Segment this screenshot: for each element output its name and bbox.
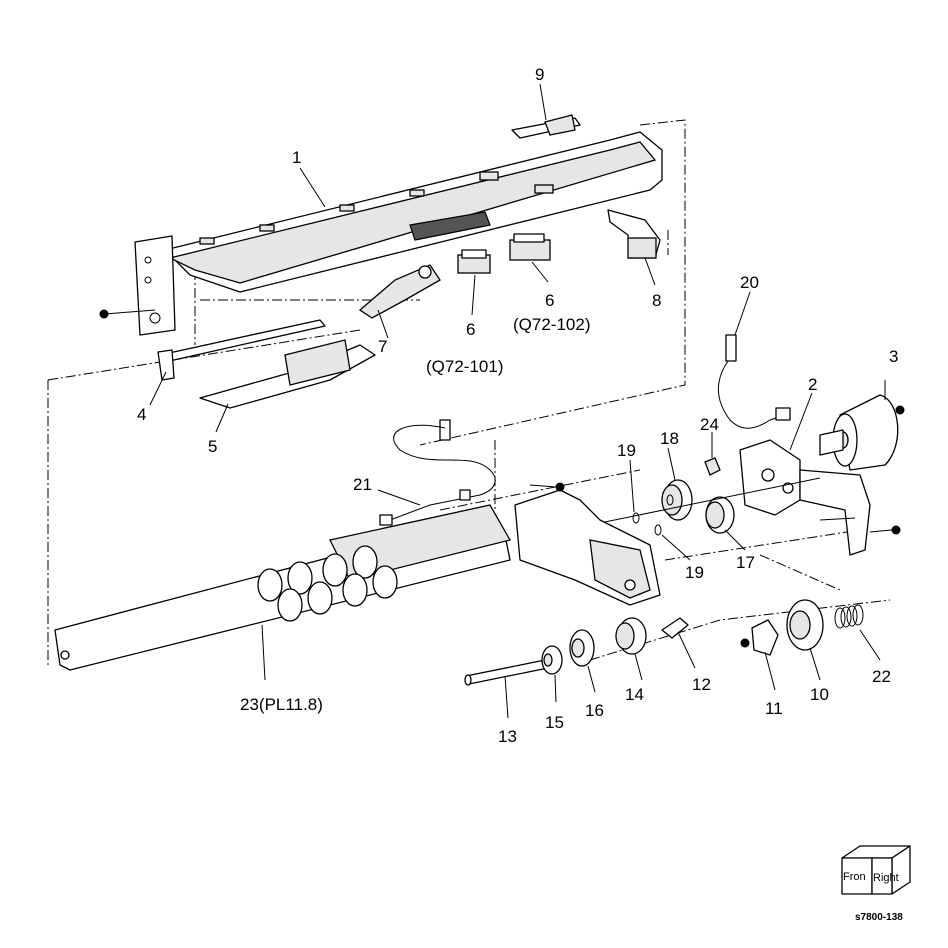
- callout-1: 1: [292, 148, 301, 167]
- part-1-frame: [99, 131, 663, 336]
- callout-20: 20: [740, 273, 759, 292]
- callout-8: 8: [652, 291, 661, 310]
- orientation-right-label: Right: [873, 872, 899, 884]
- part-7-lever: [358, 264, 441, 339]
- callout-18: 18: [660, 429, 679, 448]
- part-18-gear: [661, 447, 693, 521]
- orientation-front-label: Fron: [843, 871, 866, 883]
- part-23-feed-roll-assembly: [54, 504, 511, 681]
- callout-14: 14: [625, 685, 644, 704]
- callout-15: 15: [545, 713, 564, 732]
- part-5-tray: [199, 339, 376, 433]
- callout-19a: 19: [617, 441, 636, 460]
- part-21-harness: [377, 419, 496, 526]
- callout-6b-ref: (Q72-102): [513, 315, 590, 334]
- orientation-cube: Fron Right: [841, 845, 911, 895]
- callout-13: 13: [498, 727, 517, 746]
- part-17-gear: [705, 496, 746, 551]
- callout-23: 23(PL11.8): [240, 695, 323, 714]
- callout-5: 5: [208, 437, 217, 456]
- callout-6a-ref: (Q72-101): [426, 357, 503, 376]
- part-16-roller: [569, 629, 596, 693]
- callout-2: 2: [808, 375, 817, 394]
- part-4-guide-rail: [149, 319, 326, 406]
- part-20-harness: [718, 291, 791, 429]
- part-6-sensor-b: [509, 233, 551, 283]
- callout-6a: 6: [466, 320, 475, 339]
- part-19-e-ring-b: [654, 524, 691, 561]
- callout-16: 16: [585, 701, 604, 720]
- part-10-gear: [786, 599, 824, 681]
- callout-labels: 1 2 3 4 5 6 (Q72-101) 6 (Q72-102) 7 8 9 …: [137, 65, 898, 746]
- part-13-shaft: [464, 659, 549, 719]
- part-24-clip: [704, 432, 721, 476]
- part-3-motor: [819, 380, 905, 471]
- callout-21: 21: [353, 475, 372, 494]
- part-9-bracket: [511, 83, 581, 139]
- callout-10: 10: [810, 685, 829, 704]
- drawing-code: s7800-138: [855, 912, 903, 923]
- part-6-sensor-a: [457, 249, 491, 316]
- callout-9: 9: [535, 65, 544, 84]
- callout-17: 17: [736, 553, 755, 572]
- callout-3: 3: [889, 347, 898, 366]
- callout-7: 7: [378, 337, 387, 356]
- part-15-bearing: [541, 645, 563, 703]
- callout-24: 24: [700, 415, 719, 434]
- callout-6b: 6: [545, 291, 554, 310]
- callout-4: 4: [137, 405, 146, 424]
- callout-19b: 19: [685, 563, 704, 582]
- drive-housing: [514, 482, 661, 606]
- callout-22: 22: [872, 667, 891, 686]
- part-14-clutch: [615, 617, 647, 681]
- callout-12: 12: [692, 675, 711, 694]
- part-22-spring: [834, 604, 881, 661]
- part-11-latch: [740, 619, 779, 691]
- part-12-pin: [661, 617, 696, 669]
- part-19-e-ring-a: [629, 459, 640, 524]
- drive-shaft-line: [589, 477, 821, 526]
- part-2-motor-bracket: [739, 392, 901, 556]
- callout-11: 11: [765, 699, 783, 718]
- part-8-sensor-bracket: [607, 209, 661, 286]
